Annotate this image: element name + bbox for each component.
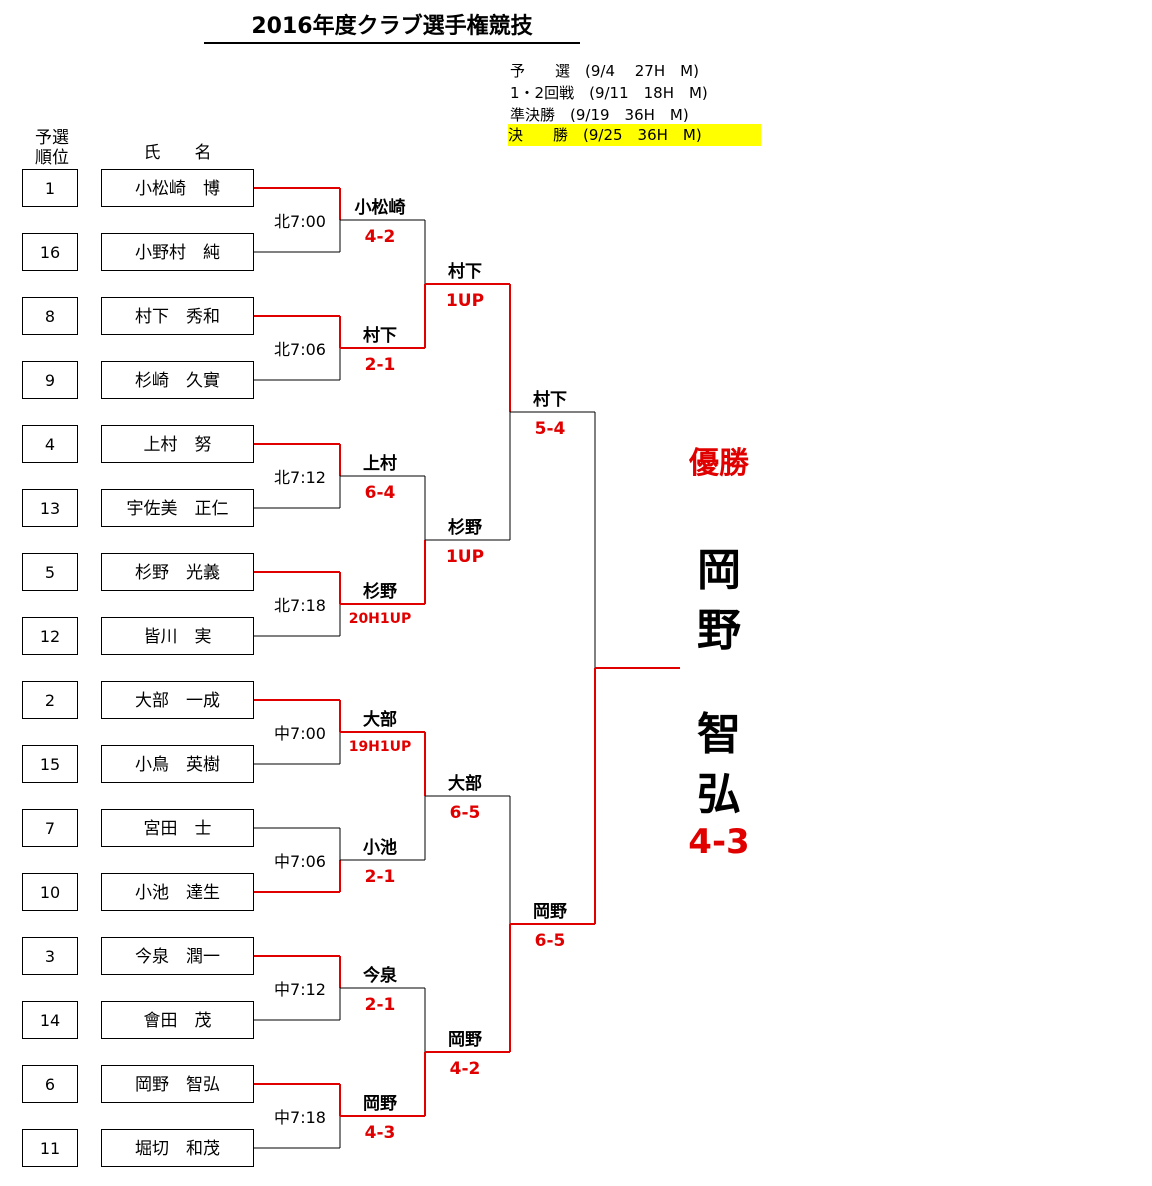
seed-cell: 10 xyxy=(22,873,78,911)
champion-label: 優勝 xyxy=(689,446,749,481)
player-name-cell: 杉崎 久實 xyxy=(101,361,254,399)
seed-cell: 3 xyxy=(22,937,78,975)
seed-cell: 5 xyxy=(22,553,78,591)
seed-header-line2: 順位 xyxy=(35,148,69,168)
seed-header-line1: 予選 xyxy=(35,128,69,148)
seed-cell: 16 xyxy=(22,233,78,271)
player-name-cell: 小鳥 英樹 xyxy=(101,745,254,783)
player-name-cell: 皆川 実 xyxy=(101,617,254,655)
round1-winner-name: 上村 xyxy=(363,454,397,474)
match-time: 北7:00 xyxy=(274,212,326,231)
seed-cell: 8 xyxy=(22,297,78,335)
player-name-cell: 堀切 和茂 xyxy=(101,1129,254,1167)
round1-winner-name: 村下 xyxy=(363,326,397,346)
seed-cell: 12 xyxy=(22,617,78,655)
player-name-cell: 今泉 潤一 xyxy=(101,937,254,975)
round2-score: 1UP xyxy=(445,291,485,311)
schedule-line-prelim: 予 選 (9/4 27H M) xyxy=(510,62,699,80)
player-name-cell: 大部 一成 xyxy=(101,681,254,719)
champion-final-score: 4-3 xyxy=(688,822,750,862)
round1-score: 2-1 xyxy=(364,355,396,375)
champion-name-char-1: 岡 xyxy=(697,545,741,596)
schedule-line-round12: 1・2回戦 (9/11 18H M) xyxy=(510,84,708,102)
seed-cell: 15 xyxy=(22,745,78,783)
round1-score: 2-1 xyxy=(364,867,396,887)
semifinal-score: 5-4 xyxy=(534,419,566,439)
seed-header: 予選 順位 xyxy=(24,128,80,168)
match-time: 北7:12 xyxy=(274,468,326,487)
schedule-line-final: 決 勝 (9/25 36H M) xyxy=(508,124,761,146)
round1-score: 4-2 xyxy=(364,227,396,247)
player-name-cell: 杉野 光義 xyxy=(101,553,254,591)
seed-cell: 11 xyxy=(22,1129,78,1167)
seed-cell: 7 xyxy=(22,809,78,847)
match-time: 中7:06 xyxy=(274,852,326,871)
seed-cell: 2 xyxy=(22,681,78,719)
seed-cell: 6 xyxy=(22,1065,78,1103)
player-name-cell: 小松崎 博 xyxy=(101,169,254,207)
player-name-cell: 岡野 智弘 xyxy=(101,1065,254,1103)
name-header: 氏 名 xyxy=(143,143,212,163)
champion-name-char-3: 智 xyxy=(697,709,741,760)
champion-name-char-4: 弘 xyxy=(697,769,741,820)
match-time: 北7:06 xyxy=(274,340,326,359)
match-time: 中7:12 xyxy=(274,980,326,999)
player-name-cell: 小池 達生 xyxy=(101,873,254,911)
player-name-cell: 會田 茂 xyxy=(101,1001,254,1039)
seed-cell: 4 xyxy=(22,425,78,463)
schedule-line-semifinal: 準決勝 (9/19 36H M) xyxy=(510,106,689,124)
round2-score: 1UP xyxy=(445,547,485,567)
semifinal-winner-name: 岡野 xyxy=(533,902,567,922)
player-name-cell: 宮田 士 xyxy=(101,809,254,847)
match-time: 北7:18 xyxy=(274,596,326,615)
round2-winner-name: 大部 xyxy=(448,774,482,794)
round1-winner-name: 岡野 xyxy=(363,1094,397,1114)
semifinal-winner-name: 村下 xyxy=(533,390,567,410)
round1-winner-name: 杉野 xyxy=(363,582,397,602)
round2-score: 6-5 xyxy=(449,803,481,823)
seed-cell: 9 xyxy=(22,361,78,399)
seed-cell: 14 xyxy=(22,1001,78,1039)
round1-winner-name: 小池 xyxy=(363,838,397,858)
round1-winner-name: 今泉 xyxy=(363,966,397,986)
player-name-cell: 上村 努 xyxy=(101,425,254,463)
round1-score: 6-4 xyxy=(364,483,396,503)
round1-winner-name: 大部 xyxy=(363,710,397,730)
round1-score: 4-3 xyxy=(364,1123,396,1143)
seed-cell: 1 xyxy=(22,169,78,207)
round2-winner-name: 岡野 xyxy=(448,1030,482,1050)
seed-cell: 13 xyxy=(22,489,78,527)
player-name-cell: 宇佐美 正仁 xyxy=(101,489,254,527)
round1-score: 19H1UP xyxy=(348,739,412,755)
round1-winner-name: 小松崎 xyxy=(354,198,406,218)
round1-score: 2-1 xyxy=(364,995,396,1015)
match-time: 中7:18 xyxy=(274,1108,326,1127)
player-name-cell: 小野村 純 xyxy=(101,233,254,271)
semifinal-score: 6-5 xyxy=(534,931,566,951)
round2-winner-name: 村下 xyxy=(448,262,482,282)
match-time: 中7:00 xyxy=(274,724,326,743)
champion-name-char-2: 野 xyxy=(697,605,741,656)
round2-winner-name: 杉野 xyxy=(448,518,482,538)
round2-score: 4-2 xyxy=(449,1059,481,1079)
player-name-cell: 村下 秀和 xyxy=(101,297,254,335)
round1-score: 20H1UP xyxy=(348,611,412,627)
page-title: 2016年度クラブ選手権競技 xyxy=(204,12,580,44)
